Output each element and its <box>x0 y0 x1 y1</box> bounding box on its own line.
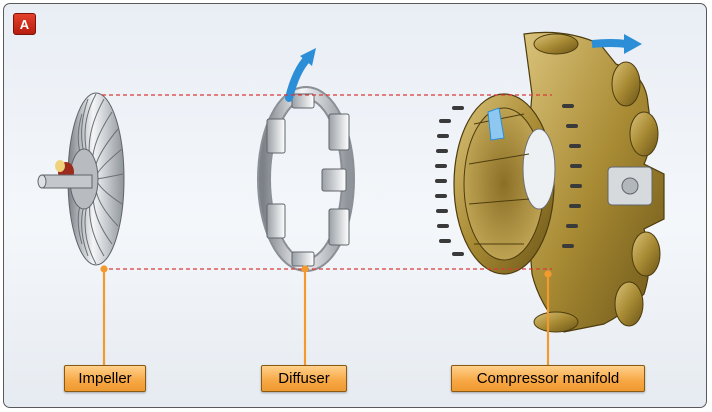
compressor-manifold-part <box>435 31 665 333</box>
compressor-manifold-label: Compressor manifold <box>451 365 645 392</box>
alignment-guide-lines <box>102 94 552 270</box>
figure-panel: A <box>3 3 707 408</box>
panel-badge: A <box>13 13 36 35</box>
label-leader-lines <box>100 265 552 365</box>
diffuser-label: Diffuser <box>261 365 347 392</box>
compressor-exploded-illustration <box>37 31 665 365</box>
impeller-label: Impeller <box>64 365 146 392</box>
diffuser-part <box>257 48 355 272</box>
impeller-part <box>37 92 125 266</box>
